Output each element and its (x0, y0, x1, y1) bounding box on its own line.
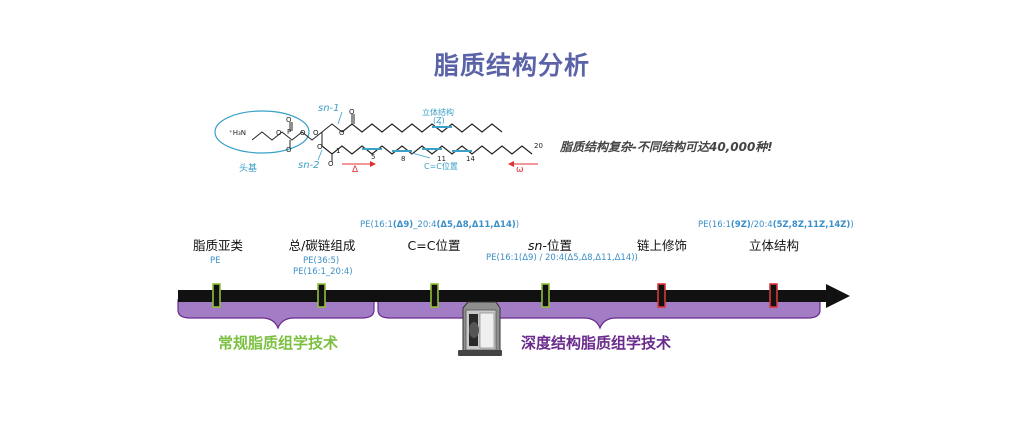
complexity-note: 脂质结构复杂-不同结构可达40,000种! (560, 140, 773, 154)
sn1-label: sn-1 (318, 103, 340, 114)
glycerol-backbone (321, 123, 343, 133)
carbon-number: 5 (371, 153, 376, 161)
example-cc-pos-part: PE(16:1 (360, 220, 393, 230)
delta-label: Δ (352, 165, 359, 175)
carbon-number: 1 (336, 147, 341, 155)
mass-spectrometer-icon (458, 301, 502, 356)
oxygen-atom: O (349, 108, 355, 116)
example-stereo-part: (5Z,8Z,11Z,14Z) (772, 220, 851, 230)
example-stereo-part: (9Z) (730, 220, 751, 230)
head-group-bonds (251, 131, 323, 141)
stage-chain-modification: 链上修饰 (636, 238, 688, 253)
oxygen-atom: O (317, 143, 323, 151)
stage-marker-cc-position (430, 283, 439, 308)
example-cc-position: PE(16:1(Δ9)_20:4(Δ5,Δ8,Δ11,Δ14)) (360, 220, 519, 230)
stereo-z-label: (Z) (433, 116, 445, 125)
example-stereo-part: PE(16:1 (698, 220, 731, 230)
deep-technique-label: 深度结构脂质组学技术 (520, 334, 672, 352)
example-cc-pos-part: _20:4 (413, 220, 437, 230)
amine-label: ⁺H₃N (229, 129, 247, 137)
oxygen-atom: O (339, 129, 345, 137)
carbon-number: 11 (437, 155, 446, 163)
example-stereo-part: ) (850, 220, 854, 230)
timeline-arrow-shaft (178, 290, 828, 302)
example-sn-position: PE(16:1(Δ9) / 20:4(Δ5,Δ8,Δ11,Δ14)) (486, 253, 638, 263)
conventional-technique-label: 常规脂质组学技术 (217, 334, 339, 352)
stage-marker-sn-position (541, 283, 550, 308)
carbon-number: 8 (401, 155, 406, 163)
sn2-label: sn-2 (298, 160, 320, 171)
example-chain-composition: PE(16:1_20:4) (293, 267, 353, 277)
example-stereo-part: /20:4 (750, 220, 773, 230)
omega-label: ω (516, 165, 524, 175)
conventional-bracket (177, 299, 375, 330)
example-cc-pos-part: (Δ9) (392, 220, 414, 230)
stage-stereo: 立体结构 (748, 238, 800, 253)
stage-subclass: 脂质亚类 (192, 238, 244, 253)
sn1-acyl-chain (341, 123, 503, 133)
cc-position-label: C=C位置 (424, 162, 458, 171)
stage-sn-prefix: sn (528, 238, 543, 253)
stage-marker-chain-modification (657, 283, 666, 308)
example-cc-pos-part: (Δ5,Δ8,Δ11,Δ14) (436, 220, 516, 230)
example-stereo: PE(16:1(9Z)/20:4(5Z,8Z,11Z,14Z)) (698, 220, 854, 230)
phosphorus-atom: P (287, 128, 292, 136)
oxygen-atom: O (328, 160, 334, 168)
head-group-label: 头基 (239, 164, 258, 174)
oxygen-atom: O (286, 116, 292, 124)
example-subclass: PE (210, 256, 221, 266)
oxygen-atom: O (276, 129, 282, 137)
oxygen-atom: O (300, 129, 306, 137)
oxygen-atom: O (313, 129, 319, 137)
example-cc-pos-part: ) (515, 220, 520, 230)
head-group-ellipse (214, 110, 310, 154)
stage-marker-stereo (769, 283, 778, 308)
oxygen-atom: O (286, 146, 292, 154)
deep-bracket (377, 299, 821, 330)
stage-marker-subclass (212, 283, 221, 308)
timeline-arrow-head (826, 284, 850, 308)
carbon-number: 14 (466, 155, 475, 163)
stage-sn-suffix: -位置 (542, 238, 572, 253)
stage-composition: 总/碳链组成 (288, 238, 356, 253)
page-title: 脂质结构分析 (433, 51, 590, 80)
stereo-label: 立体结构 (422, 108, 454, 117)
carbon-number: 20 (534, 142, 543, 150)
stage-sn-position: sn-位置 (528, 235, 572, 254)
stage-marker-composition (317, 283, 326, 308)
stage-cc-position: C=C位置 (407, 238, 461, 253)
example-total-composition: PE(36:5) (303, 256, 340, 266)
